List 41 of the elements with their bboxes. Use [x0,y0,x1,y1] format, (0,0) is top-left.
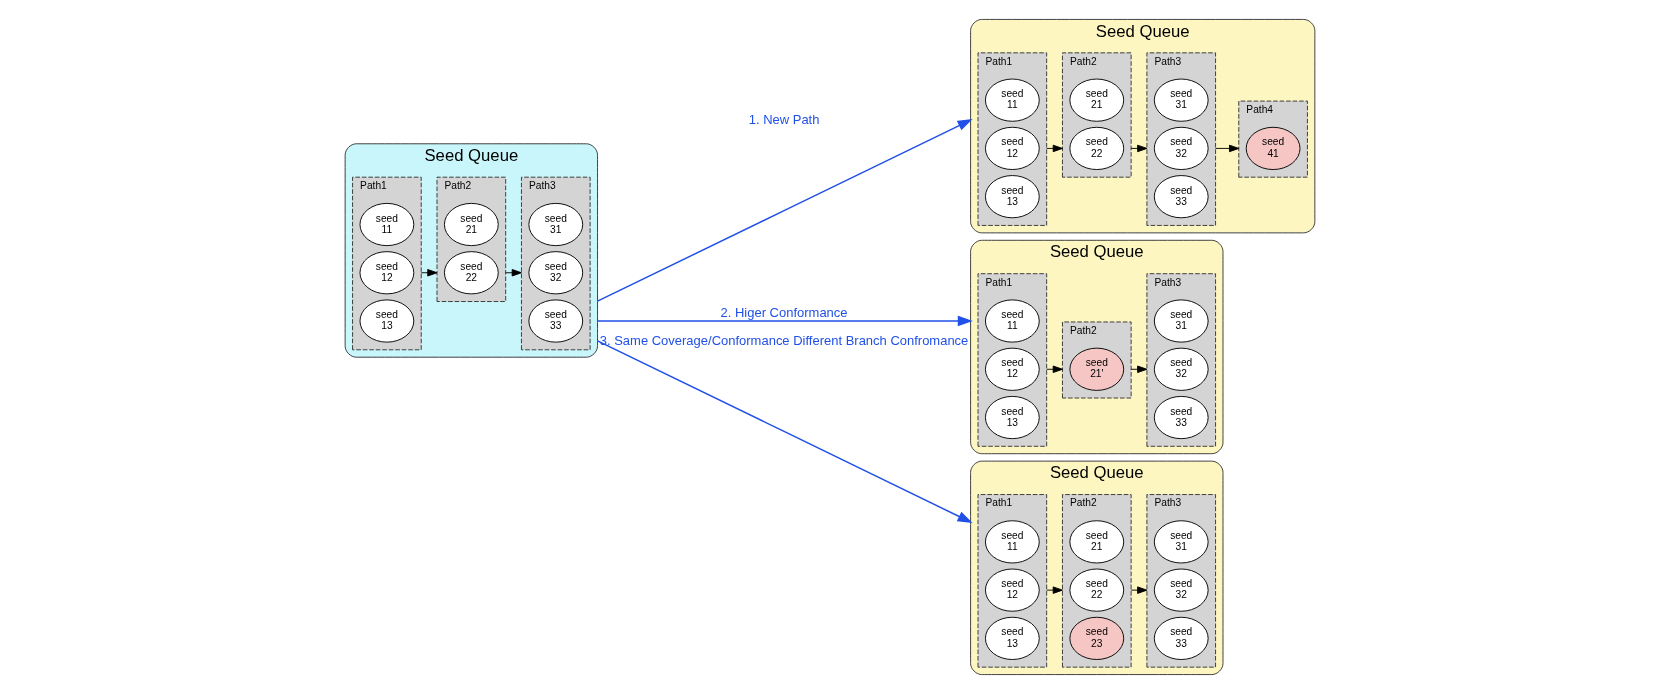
node-ellipse: seed 31 [1153,299,1209,343]
node-ellipse: seed 32 [1153,568,1209,612]
node-ellipse: seed 32 [528,251,584,295]
node-ellipse: seed 21 [443,202,499,247]
node-ellipse: seed 12 [984,568,1040,612]
edge-label: 1. New Path [748,112,820,128]
node-ellipse: seed 11 [984,520,1040,564]
node-ellipse: seed 13 [359,299,415,343]
arrow [1215,144,1240,153]
node-ellipse: seed 13 [984,175,1040,219]
arrow [596,315,973,327]
node-ellipse: seed 33 [1153,175,1209,219]
node-ellipse: seed 22 [1069,568,1125,612]
node-ellipse: seed 23 [1069,616,1125,660]
node-ellipse: seed 22 [1069,126,1125,170]
node-ellipse: seed 21 [1069,78,1125,122]
node-ellipse: seed 11 [984,78,1040,122]
node-ellipse: seed 12 [984,347,1040,391]
node-ellipse: seed 21 [1069,520,1125,564]
node-ellipse: seed 31 [528,202,584,247]
node-ellipse: seed 13 [984,395,1040,440]
node-ellipse: seed 33 [1153,616,1209,660]
node-ellipse: seed 11 [359,202,415,247]
node-ellipse: seed 33 [528,299,584,343]
node-ellipse: seed 41 [1245,126,1301,170]
node-ellipse: seed 31 [1153,78,1209,122]
node-ellipse: seed 22 [443,251,499,295]
node-ellipse: seed 21' [1069,347,1125,391]
node-ellipse: seed 12 [984,126,1040,170]
node-ellipse: seed 12 [359,251,415,295]
arrow [596,119,973,302]
node-ellipse: seed 32 [1153,126,1209,170]
arrow [1130,586,1148,594]
node-ellipse: seed 13 [984,616,1040,660]
edge-label: 2. Higer Conformance [720,305,848,321]
node-ellipse: seed 33 [1153,395,1209,440]
node-ellipse: seed 31 [1153,520,1209,564]
node-ellipse: seed 11 [984,299,1040,343]
arrow [1046,586,1063,594]
arrow [596,340,973,523]
node-ellipse: seed 32 [1153,347,1209,391]
